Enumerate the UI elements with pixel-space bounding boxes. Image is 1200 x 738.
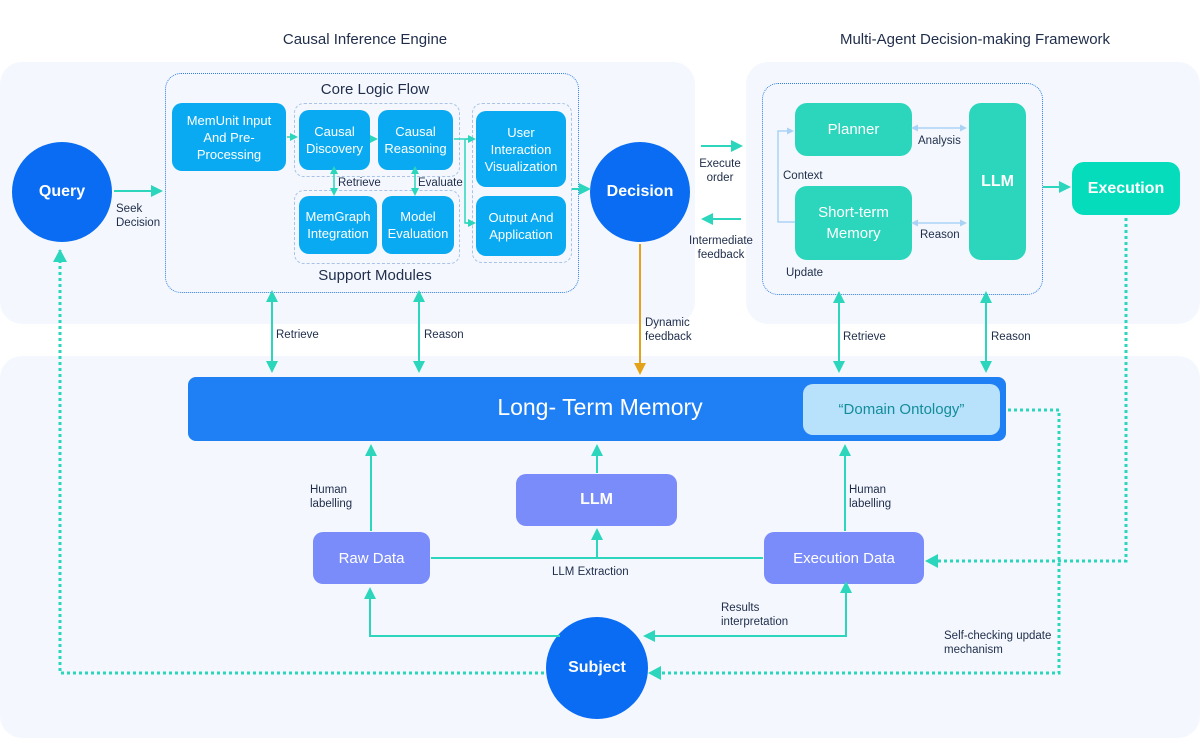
retrieve-label-left: Retrieve (276, 329, 319, 341)
retrieve-label-right: Retrieve (843, 331, 886, 343)
analysis-label: Analysis (918, 135, 961, 147)
user-interaction-box[interactable]: User Interaction Visualization (476, 111, 566, 187)
execute-order-label: Execute order (699, 158, 741, 184)
seek-decision-label: Seek Decision (116, 203, 161, 229)
model-evaluation-box[interactable]: Model Evaluation (382, 196, 454, 254)
subject-node[interactable]: Subject (546, 617, 648, 719)
results-interpretation-label: Results interpretation (721, 602, 789, 628)
planner-box[interactable]: Planner (795, 103, 912, 156)
multi-agent-title: Multi-Agent Decision-making Framework (839, 31, 1111, 48)
human-labelling-left-label: Human labelling (310, 484, 353, 510)
causal-discovery-box[interactable]: Causal Discovery (299, 110, 370, 170)
llm-extraction-label: LLM Extraction (552, 566, 629, 578)
agent-llm-box[interactable]: LLM (969, 103, 1026, 260)
causal-engine-title: Causal Inference Engine (282, 31, 448, 48)
domain-ontology-box[interactable]: “Domain Ontology” (803, 384, 1000, 435)
execution-data-box[interactable]: Execution Data (764, 532, 924, 584)
query-node[interactable]: Query (12, 142, 112, 242)
reason-label-right: Reason (991, 331, 1031, 343)
evaluate-label-inner: Evaluate (418, 177, 463, 189)
self-checking-label: Self-checking update mechanism (944, 630, 1052, 656)
core-logic-flow-title: Core Logic Flow (320, 81, 430, 98)
human-labelling-right-label: Human labelling (849, 484, 892, 510)
memgraph-integration-box[interactable]: MemGraph Integration (299, 196, 377, 254)
intermediate-feedback-label: Intermediate feedback (689, 235, 753, 261)
dynamic-feedback-label: Dynamic feedback (645, 317, 692, 343)
short-term-memory-box[interactable]: Short-term Memory (795, 186, 912, 260)
causal-reasoning-box[interactable]: Causal Reasoning (378, 110, 453, 170)
memory-llm-box[interactable]: LLM (516, 474, 677, 526)
decision-node[interactable]: Decision (590, 142, 690, 242)
update-label: Update (786, 267, 824, 279)
multi-agent-container (762, 83, 1043, 295)
output-application-box[interactable]: Output And Application (476, 196, 566, 256)
retrieve-label-inner: Retrieve (338, 177, 381, 189)
raw-data-box[interactable]: Raw Data (313, 532, 430, 584)
memunit-input-box[interactable]: MemUnit Input And Pre-Processing (172, 103, 286, 171)
context-label: Context (783, 170, 823, 182)
support-modules-title: Support Modules (318, 267, 432, 284)
reason-label-left: Reason (424, 329, 464, 341)
reason-label-inner: Reason (920, 229, 960, 241)
long-term-memory-title: Long- Term Memory (497, 394, 703, 420)
execution-box[interactable]: Execution (1072, 162, 1180, 215)
